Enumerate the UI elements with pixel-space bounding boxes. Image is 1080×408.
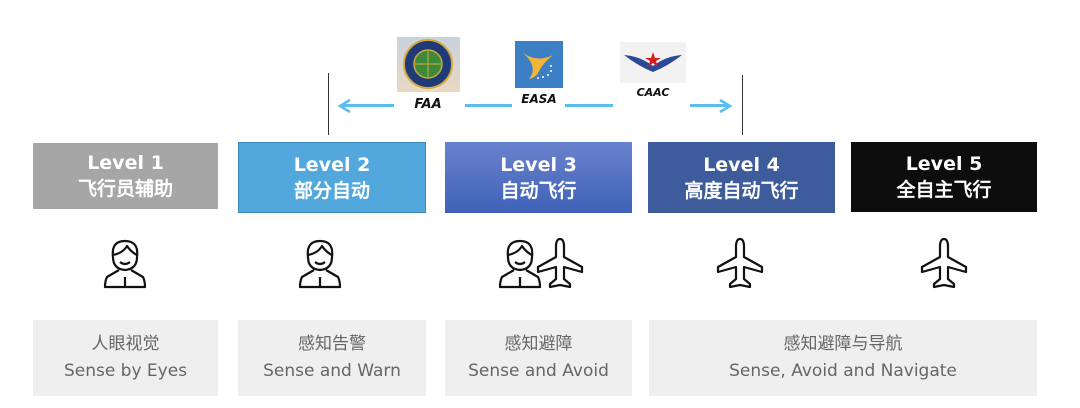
level-2-box: Level 2 部分自动: [238, 142, 426, 213]
capability-box: 感知避障 Sense and Avoid: [445, 320, 632, 396]
level-title: Level 5: [905, 153, 983, 175]
caac-label: CAAC: [636, 86, 670, 99]
capability-en: Sense and Warn: [263, 361, 401, 381]
capability-en: Sense and Avoid: [468, 361, 609, 381]
capability-en: Sense by Eyes: [63, 361, 188, 381]
level-1-box: Level 1 飞行员辅助: [33, 143, 218, 209]
pilot-icon: [298, 239, 342, 289]
arrow-right-icon: [719, 98, 733, 114]
easa-label: EASA: [521, 92, 557, 106]
capability-cn: 感知告警: [298, 334, 366, 354]
capability-cn: 感知避障: [504, 334, 573, 354]
faa-label: FAA: [414, 97, 442, 112]
arrow-segment: [690, 104, 728, 107]
level-5-box: Level 5 全自主飞行: [851, 142, 1037, 212]
arrow-segment: [565, 104, 613, 107]
capability-cn: 人眼视觉: [91, 334, 160, 354]
range-end-line: [742, 75, 743, 135]
level-4-box: Level 4 高度自动飞行: [648, 142, 835, 213]
capability-cn: 感知避障与导航: [783, 334, 903, 354]
airplane-icon: [716, 237, 764, 289]
level-name: 自动飞行: [500, 179, 577, 202]
level-name: 高度自动飞行: [684, 179, 799, 202]
level-name: 部分自动: [293, 179, 370, 202]
arrow-left-icon: [337, 98, 351, 114]
level-title: Level 3: [500, 153, 577, 176]
arrow-segment: [465, 104, 512, 107]
capability-box: 感知告警 Sense and Warn: [238, 320, 426, 396]
capability-box: 感知避障与导航 Sense, Avoid and Navigate: [649, 320, 1037, 396]
airplane-icon: [920, 237, 968, 289]
easa-logo: [515, 41, 563, 88]
pilot-icon: [103, 239, 147, 289]
caac-logo: [620, 42, 686, 83]
arrow-segment: [341, 104, 394, 107]
level-name: 飞行员辅助: [77, 178, 173, 200]
level-3-box: Level 3 自动飞行: [445, 142, 632, 213]
level-title: Level 4: [703, 153, 780, 176]
range-start-line: [328, 73, 329, 135]
level-title: Level 1: [87, 152, 164, 174]
capability-en: Sense, Avoid and Navigate: [729, 361, 957, 381]
capability-box: 人眼视觉 Sense by Eyes: [33, 320, 218, 396]
level-name: 全自主飞行: [896, 179, 992, 201]
faa-logo: [397, 37, 460, 92]
airplane-icon: [536, 237, 584, 289]
level-title: Level 2: [293, 153, 371, 176]
